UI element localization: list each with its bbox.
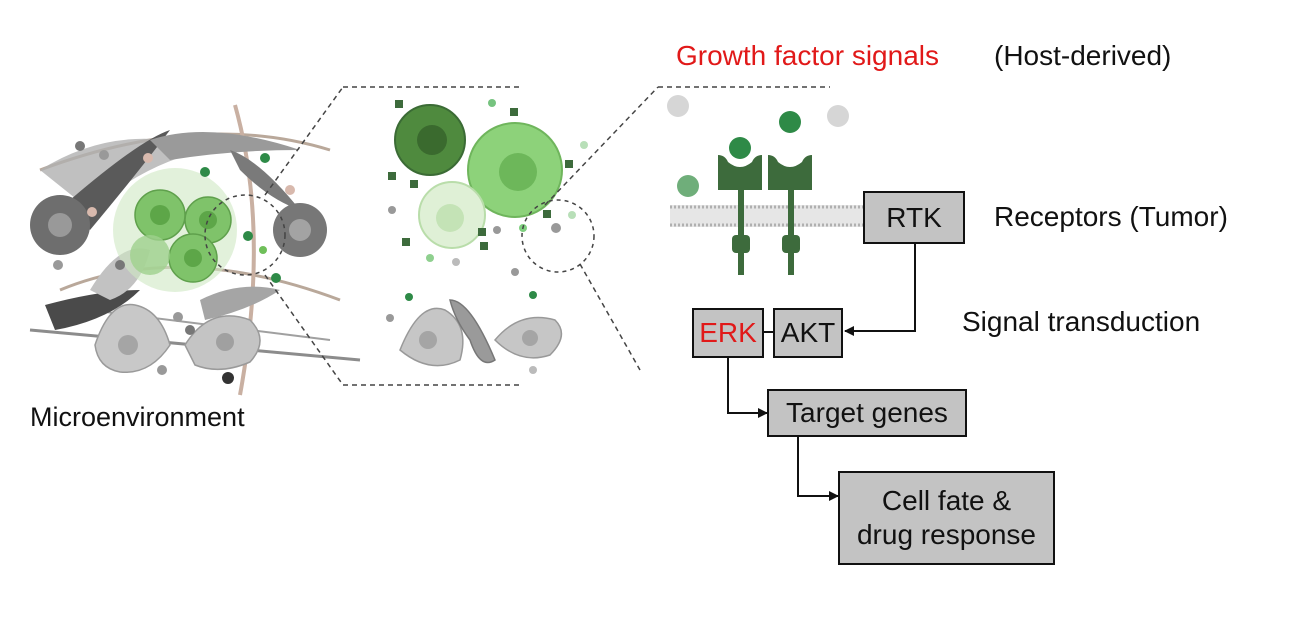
target-genes-label: Target genes (786, 397, 948, 429)
zoomed-cells-illustration (386, 99, 595, 374)
microenvironment-label: Microenvironment (30, 402, 245, 432)
signaling-arrows (727, 244, 916, 501)
zoom-lines-2 (544, 86, 830, 371)
cell-fate-label-line1: Cell fate & (881, 485, 1012, 517)
host-derived-label: (Host-derived) (994, 40, 1172, 71)
receptor-membrane-illustration (667, 95, 865, 275)
erk-box: ERK (692, 308, 764, 358)
arrow-target-to-cellfate (797, 437, 839, 501)
rtk-label: RTK (886, 201, 942, 233)
arrow-erk-to-target (727, 358, 768, 418)
receptors-label: Receptors (Tumor) (994, 201, 1228, 232)
target-genes-box: Target genes (767, 389, 967, 437)
zoom-lines-1 (264, 86, 520, 386)
arrow-rtk-to-akt (844, 244, 916, 336)
akt-box: AKT (773, 308, 843, 358)
cell-fate-box: Cell fate & drug response (838, 471, 1055, 565)
rtk-box: RTK (863, 191, 965, 244)
microenvironment-illustration (29, 104, 361, 396)
signal-transduction-label: Signal transduction (962, 306, 1201, 337)
cell-fate-label-line2: drug response (856, 519, 1036, 550)
erk-label: ERK (699, 317, 757, 349)
akt-label: AKT (780, 317, 836, 349)
growth-factor-label: Growth factor signals (676, 40, 939, 71)
